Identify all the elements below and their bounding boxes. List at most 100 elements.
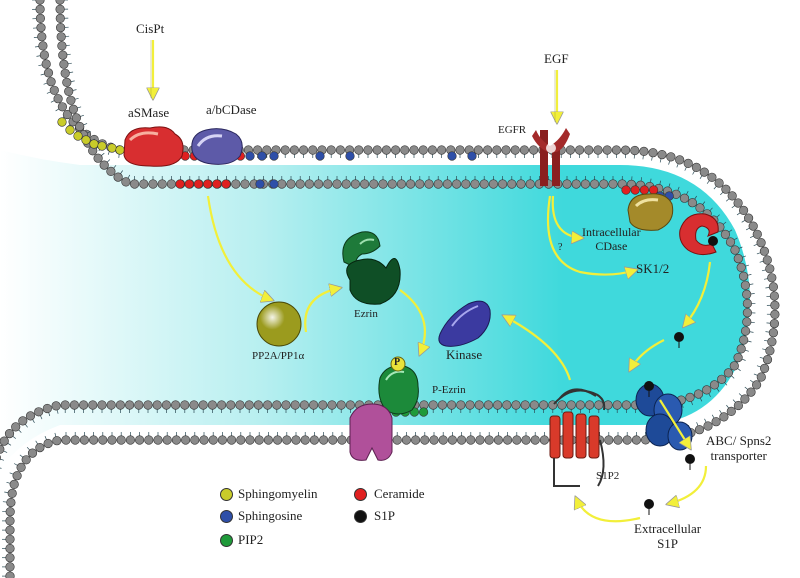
lipid-head — [631, 435, 642, 445]
lipid-head — [5, 543, 15, 554]
lipid-head — [695, 203, 705, 213]
lipid-head — [240, 179, 250, 189]
lipid-head — [152, 400, 162, 410]
label-question: ? — [558, 242, 563, 253]
lipid-head — [770, 309, 780, 320]
lipid-head — [335, 145, 346, 155]
lipid-head — [483, 400, 494, 410]
lipid-head — [474, 400, 484, 410]
lipid-head — [5, 553, 15, 563]
label-p-ezrin: P-Ezrin — [432, 384, 466, 396]
lipid-head — [41, 59, 51, 69]
lipid-head — [584, 400, 595, 410]
lipid-head — [457, 435, 467, 445]
lipid-head — [733, 353, 743, 363]
lipid-head — [59, 59, 69, 69]
lipid-head — [236, 435, 246, 445]
p-ezrin-protein — [378, 356, 419, 415]
lipid-head-colored — [419, 407, 429, 417]
lipid-head — [0, 444, 5, 454]
lipid-head — [244, 400, 254, 410]
label-asmase: aSMase — [128, 105, 170, 120]
lipid-head — [337, 435, 347, 445]
lipid-head — [79, 435, 89, 445]
lipid-head — [483, 145, 493, 155]
lipid-head — [512, 435, 522, 445]
lipid-head — [574, 145, 585, 155]
lipid-head — [336, 400, 346, 410]
lipid-head — [501, 145, 511, 155]
lipid-head — [447, 435, 458, 445]
lipid-head — [153, 435, 163, 445]
lipid-head — [106, 400, 116, 410]
lipid-head — [612, 400, 622, 410]
lipid-head — [520, 400, 530, 410]
lipid-head — [21, 455, 31, 465]
lipid-head-colored — [467, 151, 477, 161]
lipid-head — [113, 172, 123, 182]
lipid-head — [427, 145, 438, 155]
lipid-head — [762, 355, 773, 365]
lipid-head — [299, 145, 309, 155]
lipid-head — [25, 411, 36, 421]
lipid-head — [733, 254, 743, 264]
lipid-head — [510, 145, 520, 155]
lipid-head — [326, 145, 336, 155]
lipid-head — [428, 400, 438, 410]
lipid-head — [528, 145, 539, 155]
lipid-head — [465, 400, 475, 410]
lipid-head — [493, 400, 503, 410]
lipid-head-colored — [621, 185, 631, 195]
lipid-head — [190, 435, 200, 445]
lipid-head — [702, 385, 712, 395]
lipid-head — [34, 407, 44, 417]
lipid-head — [387, 179, 397, 189]
ezrin-protein — [342, 231, 401, 305]
legend-sphingosine-label: Sphingosine — [238, 508, 303, 523]
lipid-head — [756, 238, 766, 248]
lipid-head — [742, 317, 752, 327]
lipid-head — [529, 400, 540, 410]
pp2a-protein — [256, 301, 302, 347]
lipid-head — [51, 401, 61, 411]
lipid-head — [751, 380, 762, 390]
lipid-head — [571, 179, 581, 189]
lipid-head-colored — [203, 179, 213, 189]
lipid-head — [300, 435, 310, 445]
lipid-head — [604, 435, 614, 445]
lipid-head-colored — [212, 179, 222, 189]
lipid-head — [43, 438, 53, 449]
legend-sphingomyelin-swatch — [220, 488, 233, 501]
lipid-head — [762, 255, 772, 265]
lipid-head — [679, 193, 690, 203]
label-ezrin: Ezrin — [354, 308, 378, 320]
lipid-head — [492, 145, 502, 155]
lipid-head — [484, 435, 494, 445]
legend-ceramide-label: Ceramide — [374, 486, 425, 501]
lipid-head — [613, 435, 623, 445]
lipid-head — [742, 298, 753, 309]
lipid-head — [714, 178, 724, 188]
lipid-head — [281, 400, 291, 410]
lipid-head — [611, 145, 622, 155]
lipid-head-colored — [639, 185, 650, 195]
lipid-head — [198, 400, 208, 410]
lipid-head — [424, 179, 434, 189]
lipid-head — [709, 380, 720, 390]
lipid-head — [157, 179, 167, 189]
lipid-head — [309, 435, 320, 445]
lipid-head — [16, 462, 26, 473]
lipid-head — [35, 443, 45, 453]
lipid-head — [106, 166, 116, 176]
lipid-head — [68, 104, 78, 114]
lipid-head — [699, 167, 709, 177]
lipid-head — [488, 179, 499, 189]
lipid-head — [740, 326, 751, 336]
lipid-head — [685, 392, 695, 403]
lipid-head — [396, 179, 407, 189]
lipid-head — [391, 145, 401, 155]
abcdase-enzyme — [191, 128, 243, 165]
lipid-head — [363, 145, 373, 155]
lipid-head-colored — [221, 179, 231, 189]
lipid-head-colored — [447, 151, 457, 161]
